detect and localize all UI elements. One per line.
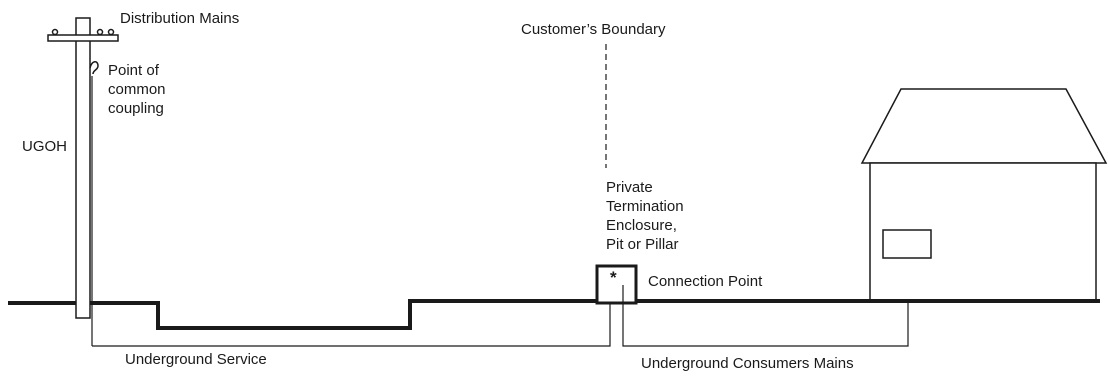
meter-box (882, 229, 932, 259)
pcc-line-1: Point of (108, 62, 159, 79)
pt-line-3: Enclosure, (606, 217, 677, 234)
ground-line (8, 299, 1100, 330)
termination-enclosure (595, 264, 638, 305)
customers-boundary-label: Customer’s Boundary (521, 21, 666, 38)
connection-point-label: Connection Point (648, 273, 763, 290)
private-termination-label: Private Termination Enclosure, Pit or Pi… (606, 178, 684, 254)
pt-line-2: Termination (606, 198, 684, 215)
underground-service-label: Underground Service (125, 351, 267, 368)
distribution-mains-label: Distribution Mains (120, 10, 240, 27)
ugoh-label: UGOH (22, 138, 67, 155)
house-roof (860, 88, 1108, 164)
pt-line-1: Private (606, 179, 653, 196)
coupling-hook (89, 61, 99, 75)
point-of-common-coupling-label: Point of common coupling (108, 61, 166, 118)
enclosure-marker: * (610, 268, 617, 287)
underground-consumers-mains-label: Underground Consumers Mains (641, 355, 854, 372)
utility-pole (75, 17, 91, 319)
pcc-line-3: coupling (108, 100, 164, 117)
pcc-line-2: common (108, 81, 166, 98)
underground-service-cable (92, 285, 611, 347)
insulators (51, 28, 115, 36)
pole-crossarm (47, 34, 119, 42)
pt-line-4: Pit or Pillar (606, 236, 679, 253)
